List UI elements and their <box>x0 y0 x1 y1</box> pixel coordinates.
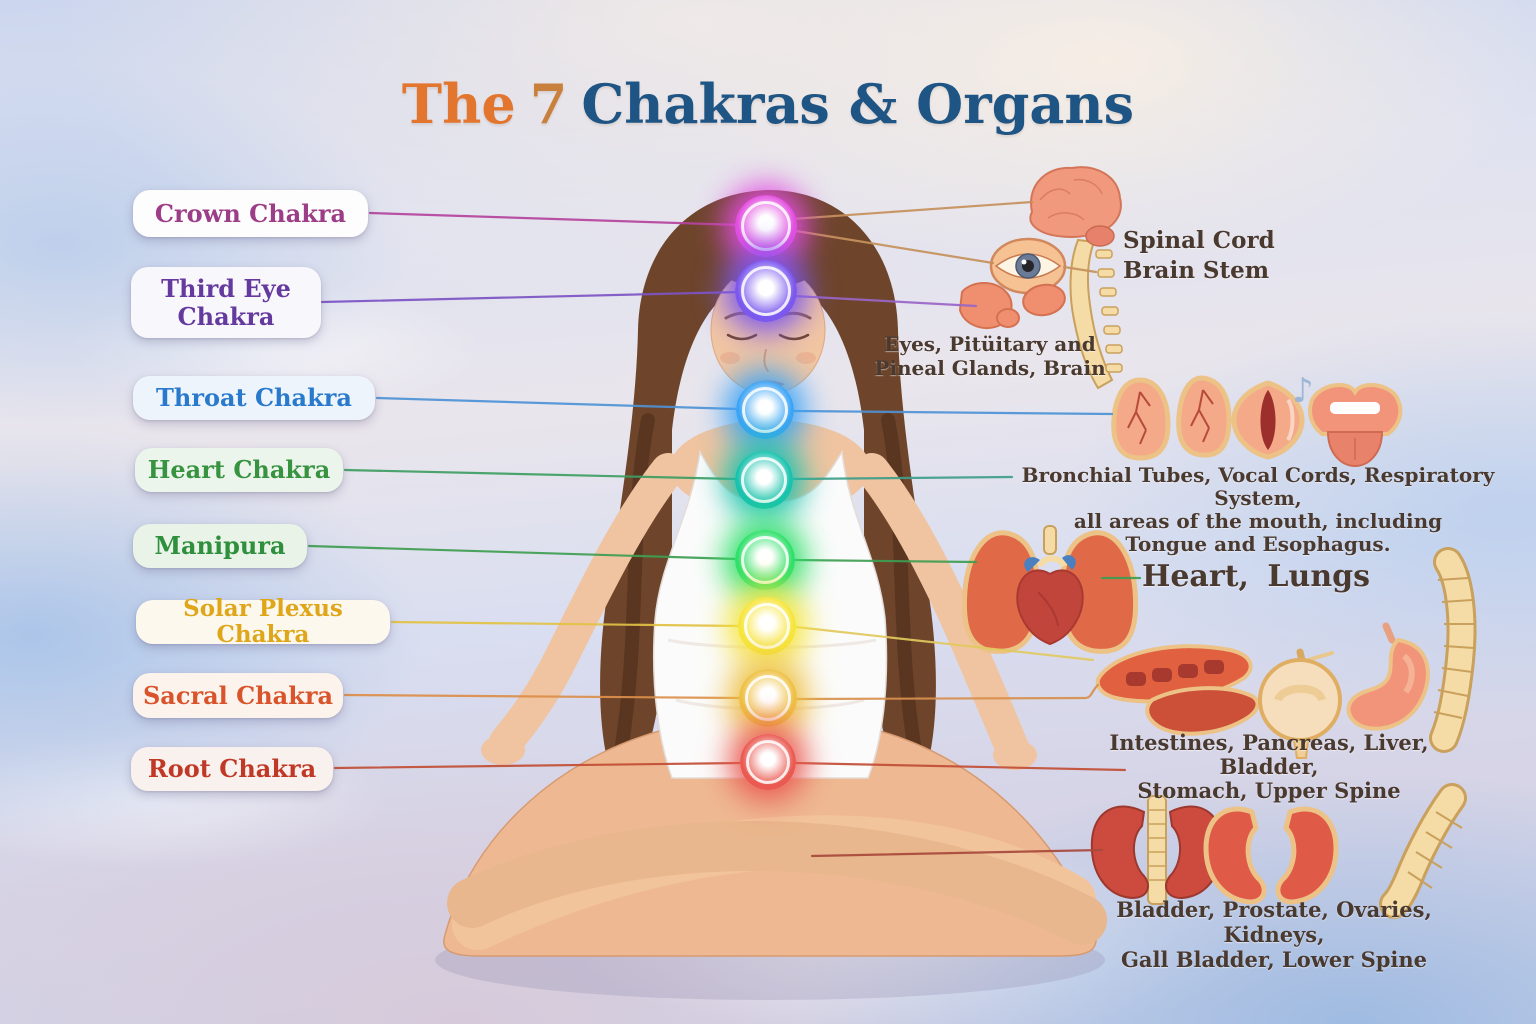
title-seven: 7 <box>529 72 568 136</box>
note-line: Tongue and Esophagus. <box>1125 532 1391 556</box>
note-line: Pineal Glands, Brain <box>874 356 1106 380</box>
note-intestines: Intestines, Pancreas, Liver, Bladder, St… <box>1080 731 1458 803</box>
stomach-icon <box>1346 622 1430 731</box>
label-heart-chakra: Heart Chakra <box>135 448 343 492</box>
title-the: The <box>401 72 516 136</box>
note-line: Intestines, Pancreas, Liver, Bladder, <box>1109 730 1429 779</box>
note-eyes-glands: Eyes, Pitüitary and Pineal Glands, Brain <box>865 332 1115 380</box>
chakra-orb-sacral <box>739 669 797 727</box>
note-line: Stomach, Upper Spine <box>1137 778 1401 803</box>
label-sacral-chakra: Sacral Chakra <box>133 673 343 718</box>
note-line: Gall Bladder, Lower Spine <box>1120 947 1428 972</box>
note-line: Spinal Cord <box>1123 227 1275 254</box>
note-bladder: Bladder, Prostate, Ovaries, Kidneys, Gal… <box>1088 897 1460 972</box>
brain-and-brainstem-icon <box>1029 166 1123 390</box>
note-line: all areas of the mouth, including <box>1073 509 1443 533</box>
note-spinal-cord: Spinal Cord Brain Stem <box>1123 226 1353 286</box>
note-line: Heart, Lungs <box>1142 559 1371 594</box>
note-heart-lungs: Heart, Lungs <box>1142 560 1382 594</box>
eye-icon <box>989 237 1067 295</box>
label-manipura: Manipura <box>133 524 307 568</box>
upper-spine-icon <box>1429 547 1477 753</box>
mouth-tongue-icon <box>1308 383 1403 468</box>
music-note-icon: ♪ <box>1292 371 1314 411</box>
chakra-orb-heart <box>735 451 793 509</box>
label-solar-plexus-chakra: Solar Plexus Chakra <box>136 595 390 648</box>
label-throat-chakra: Throat Chakra <box>133 376 375 420</box>
bladder-icon <box>1258 648 1342 759</box>
note-line: Brain Stem <box>1123 257 1270 284</box>
note-line: Bronchial Tubes, Vocal Cords, Respirator… <box>1021 463 1495 510</box>
title-main: Chakras & Organs <box>581 72 1135 136</box>
vocal-cords-icon <box>1231 380 1305 460</box>
kidneys-with-spine-icon <box>1090 795 1224 905</box>
chakra-orb-solar-plexus <box>738 597 796 655</box>
chakra-orb-crown <box>735 195 797 257</box>
chakra-orb-throat <box>736 381 794 439</box>
lower-spine-icon <box>1379 783 1467 919</box>
liver-icon <box>1095 644 1260 736</box>
bronchial-tubes-icon <box>1111 375 1232 461</box>
note-bronchial: Bronchial Tubes, Vocal Cords, Respirator… <box>1003 464 1513 556</box>
pituitary-pineal-glands-icon <box>958 282 1066 329</box>
chakra-orb-third-eye <box>735 260 797 322</box>
heart-and-lungs-icon <box>961 525 1139 654</box>
note-line: Bladder, Prostate, Ovaries, Kidneys, <box>1116 897 1432 947</box>
kidneys-pair-icon <box>1203 806 1339 905</box>
label-third-eye-chakra: Third Eye Chakra <box>131 267 321 338</box>
label-crown-chakra: Crown Chakra <box>133 190 368 237</box>
chakra-orb-manipura <box>735 530 795 590</box>
chakra-orb-root <box>740 734 796 790</box>
label-root-chakra: Root Chakra <box>131 747 333 791</box>
connector-lines <box>307 200 1142 858</box>
note-line: Eyes, Pitüitary and <box>884 332 1096 356</box>
